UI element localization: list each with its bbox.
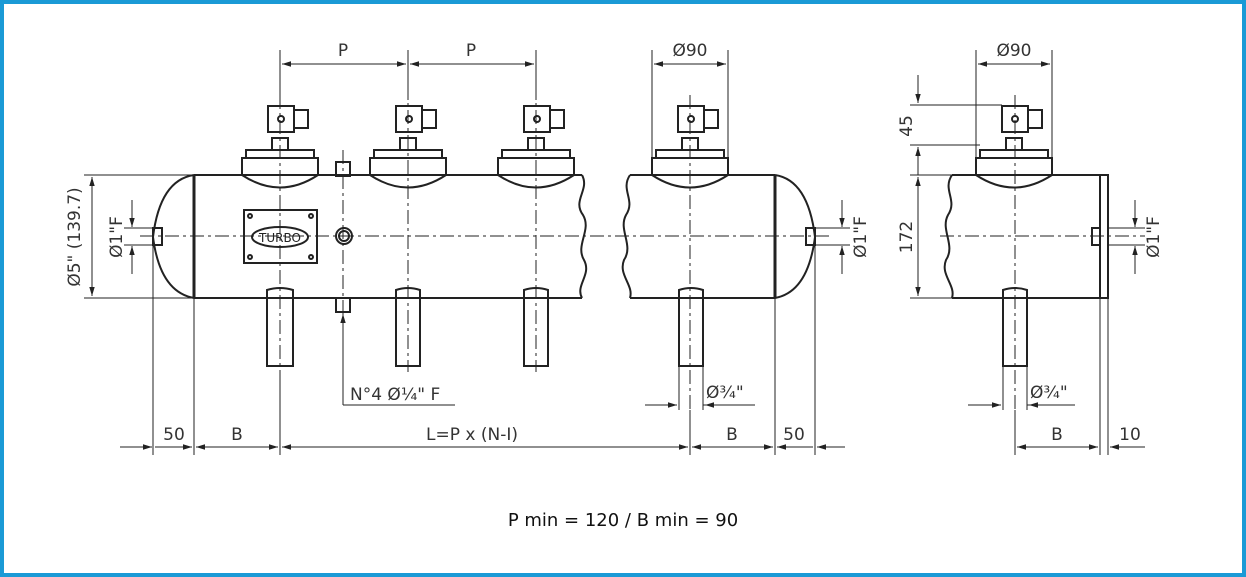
label-50-right: 50 <box>783 425 805 445</box>
label-172: 172 <box>897 221 917 253</box>
label-p-1: P <box>338 41 348 61</box>
break-line-right <box>621 174 632 299</box>
label-n4: N°4 Ø¼" F <box>350 385 440 405</box>
break-line-left <box>578 174 588 299</box>
outlet-pipes <box>266 287 704 367</box>
dimension-labels: P P Ø90 Ø90 Ø5" (139.7) Ø1"F Ø1"F 45 172… <box>65 41 1164 445</box>
min-values-note: P min = 120 / B min = 90 <box>507 510 739 531</box>
label-b-side: B <box>1051 425 1063 445</box>
label-dia1f-side: Ø1"F <box>1144 216 1164 258</box>
label-dia90-side: Ø90 <box>996 41 1031 61</box>
label-dia34-side: Ø¾" <box>1030 383 1068 403</box>
label-45: 45 <box>897 115 917 137</box>
label-50-left: 50 <box>163 425 185 445</box>
label-dia5: Ø5" (139.7) <box>65 187 85 286</box>
valve-5 <box>975 105 1053 189</box>
label-b-right: B <box>726 425 738 445</box>
label-10: 10 <box>1119 425 1141 445</box>
label-dia34-front: Ø¾" <box>706 383 744 403</box>
label-length: L=P x (N-I) <box>426 425 518 445</box>
label-dia1f-left: Ø1"F <box>107 216 127 258</box>
label-dia90-front: Ø90 <box>672 41 707 61</box>
dimension-lines <box>84 50 850 455</box>
front-view <box>151 161 817 313</box>
valve-2 <box>369 105 447 189</box>
center-lines <box>140 60 830 410</box>
label-p-2: P <box>466 41 476 61</box>
valves <box>241 105 729 189</box>
valve-3 <box>497 105 575 189</box>
label-dia1f-right: Ø1"F <box>851 216 871 258</box>
label-b-left: B <box>231 425 243 445</box>
